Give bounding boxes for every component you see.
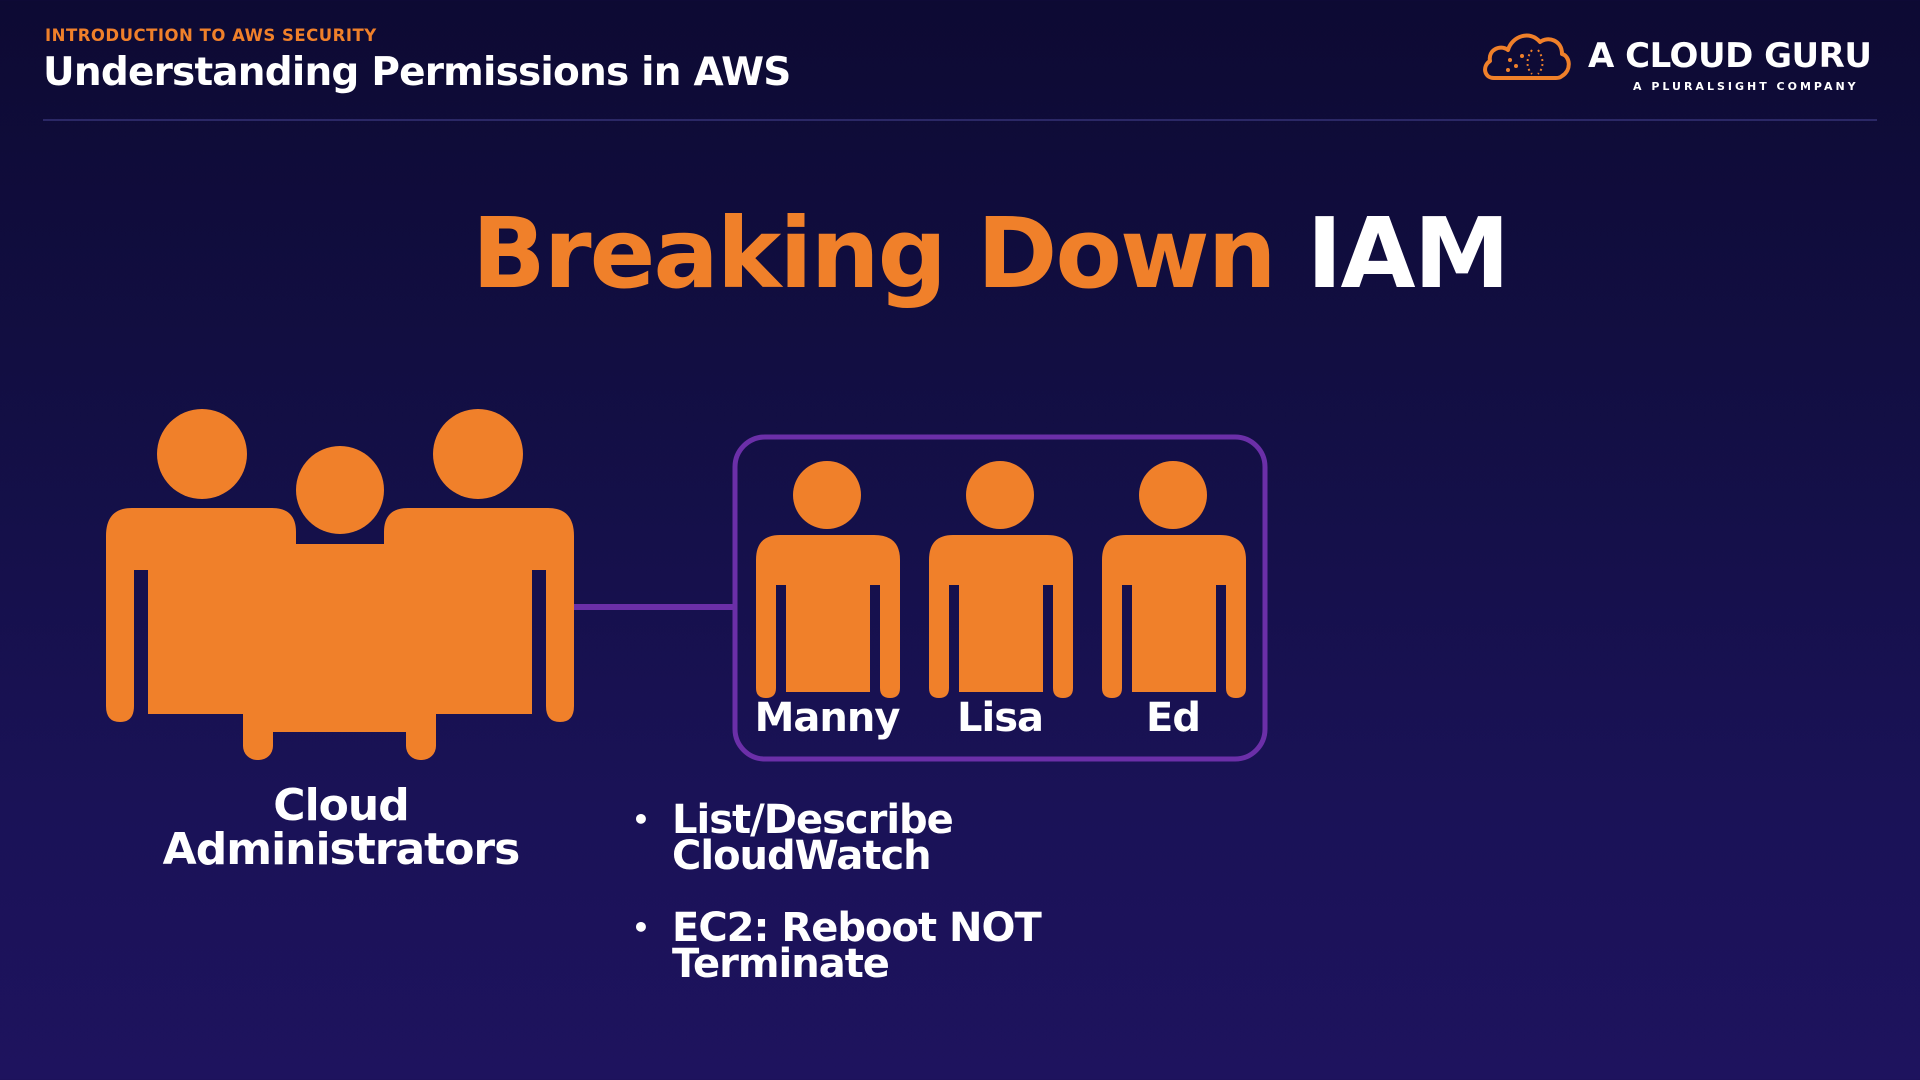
bullet-icon: • [632, 911, 650, 944]
person-icon [929, 461, 1073, 698]
cloud-logo-icon [1483, 33, 1571, 80]
list-item: • List/Describe CloudWatch [620, 797, 1140, 879]
permission-line: CloudWatch [672, 833, 932, 879]
person-icon [1102, 461, 1246, 698]
group-label: Cloud Administrators [140, 784, 542, 872]
course-kicker: INTRODUCTION TO AWS SECURITY [45, 26, 377, 45]
people-group-icon [106, 409, 574, 760]
list-item: • EC2: Reboot NOT Terminate [620, 905, 1140, 987]
brand-tagline: A PLURALSIGHT COMPANY [1633, 80, 1859, 93]
user-label-ed: Ed [1146, 695, 1201, 741]
permission-list: • List/Describe CloudWatch • EC2: Reboot… [620, 797, 1140, 1018]
slide-title: Breaking Down IAM [30, 197, 1920, 310]
person-icon [756, 461, 900, 698]
group-label-line1: Cloud [273, 780, 409, 831]
group-label-line2: Administrators [162, 824, 521, 875]
permission-line: EC2: Reboot NOT [672, 905, 1042, 951]
lesson-title: Understanding Permissions in AWS [43, 50, 791, 95]
user-label-lisa: Lisa [957, 695, 1044, 741]
brand-name: A CLOUD GURU [1588, 36, 1872, 76]
header-divider [43, 119, 1877, 121]
user-label-manny: Manny [754, 695, 901, 741]
permission-line: List/Describe [672, 797, 954, 843]
brand-logo: A CLOUD GURU A PLURALSIGHT COMPANY [1480, 26, 1880, 96]
slide-title-part2: IAM [1306, 197, 1510, 310]
user-group-box [732, 434, 1268, 762]
slide-title-part1: Breaking Down [471, 197, 1277, 310]
bullet-icon: • [632, 803, 650, 836]
permission-line: Terminate [672, 941, 890, 987]
